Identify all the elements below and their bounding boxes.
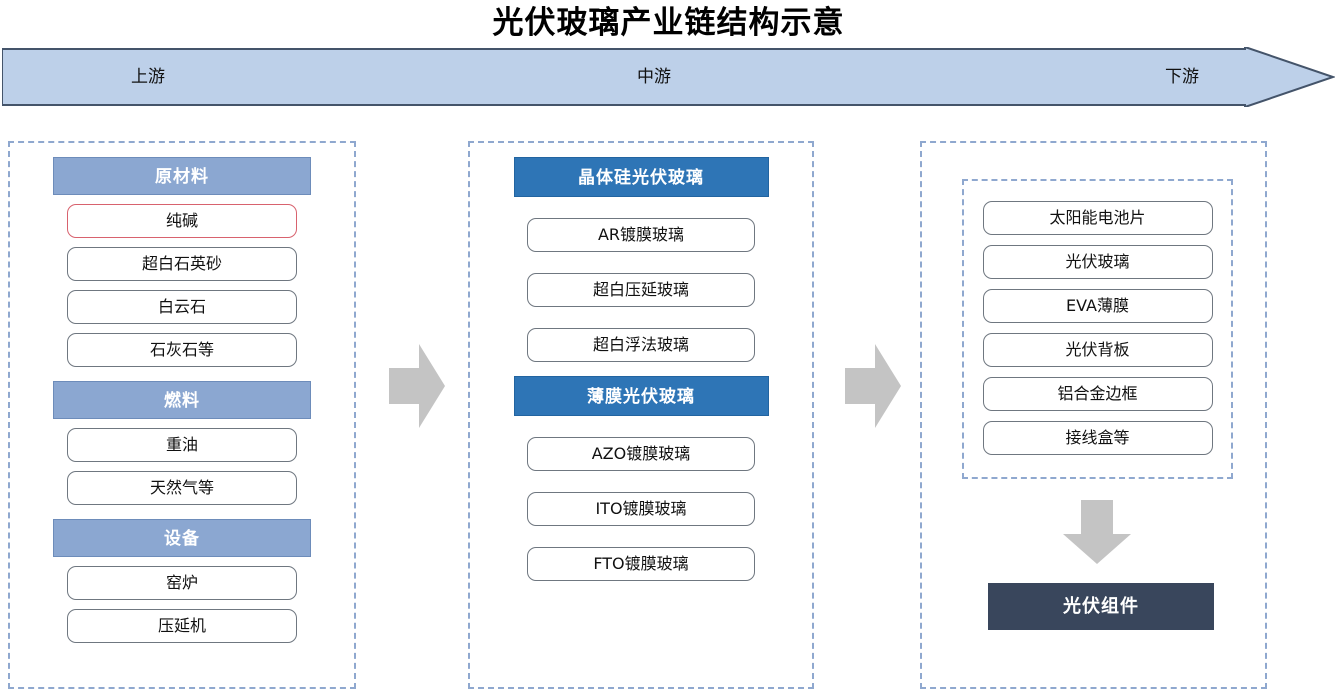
item-limestone[interactable]: 石灰石等 [67,333,297,367]
stage-label-midstream: 中游 [637,67,671,87]
group-header-fuel: 燃料 [53,381,311,419]
stage-label-upstream: 上游 [131,67,165,87]
group-header-raw-materials: 原材料 [53,157,311,195]
item-ultra-white-rolled-glass[interactable]: 超白压延玻璃 [527,273,755,307]
page-title: 光伏玻璃产业链结构示意 [492,5,845,41]
item-azo-coated-glass[interactable]: AZO镀膜玻璃 [527,437,755,471]
spacer [10,367,354,381]
item-dolomite[interactable]: 白云石 [67,290,297,324]
item-ultra-white-float-glass[interactable]: 超白浮法玻璃 [527,328,755,362]
item-ar-coated-glass[interactable]: AR镀膜玻璃 [527,218,755,252]
item-natural-gas[interactable]: 天然气等 [67,471,297,505]
upstream-column: 原材料 纯碱 超白石英砂 白云石 石灰石等 燃料 重油 天然气等 设备 窑炉 压… [8,141,356,689]
item-aluminum-frame[interactable]: 铝合金边框 [982,377,1213,411]
upstream-column-content: 原材料 纯碱 超白石英砂 白云石 石灰石等 燃料 重油 天然气等 设备 窑炉 压… [10,143,354,687]
spacer [470,362,812,376]
group-header-equipment: 设备 [53,519,311,557]
group-header-crystalline-silicon-pv-glass: 晶体硅光伏玻璃 [513,157,769,197]
downstream-components-group: 太阳能电池片 光伏玻璃 EVA薄膜 光伏背板 铝合金边框 接线盒等 [962,179,1233,479]
group-header-thin-film-pv-glass: 薄膜光伏玻璃 [513,376,769,416]
flow-arrow-midstream-to-downstream [845,344,901,428]
spacer [10,505,354,519]
midstream-column: 晶体硅光伏玻璃 AR镀膜玻璃 超白压延玻璃 超白浮法玻璃 薄膜光伏玻璃 AZO镀… [468,141,814,689]
item-ito-coated-glass[interactable]: ITO镀膜玻璃 [527,492,755,526]
midstream-column-content: 晶体硅光伏玻璃 AR镀膜玻璃 超白压延玻璃 超白浮法玻璃 薄膜光伏玻璃 AZO镀… [470,143,812,687]
item-kiln[interactable]: 窑炉 [67,566,297,600]
stage-banner: 上游 中游 下游 [2,47,1335,107]
item-fto-coated-glass[interactable]: FTO镀膜玻璃 [527,547,755,581]
item-heavy-oil[interactable]: 重油 [67,428,297,462]
flow-arrow-down-to-module [1063,500,1131,564]
final-product-pv-module: 光伏组件 [988,583,1214,630]
stage-label-downstream: 下游 [1165,67,1199,87]
banner-arrow-shape [2,47,1335,107]
item-solar-cell[interactable]: 太阳能电池片 [982,201,1213,235]
item-junction-box[interactable]: 接线盒等 [982,421,1213,455]
item-soda-ash[interactable]: 纯碱 [67,204,297,238]
item-rolling-machine[interactable]: 压延机 [67,609,297,643]
item-pv-glass[interactable]: 光伏玻璃 [982,245,1213,279]
item-pv-backsheet[interactable]: 光伏背板 [982,333,1213,367]
downstream-column: 太阳能电池片 光伏玻璃 EVA薄膜 光伏背板 铝合金边框 接线盒等 光伏组件 [920,141,1267,689]
flow-arrow-upstream-to-midstream [389,344,445,428]
item-eva-film[interactable]: EVA薄膜 [982,289,1213,323]
item-ultra-white-quartz-sand[interactable]: 超白石英砂 [67,247,297,281]
